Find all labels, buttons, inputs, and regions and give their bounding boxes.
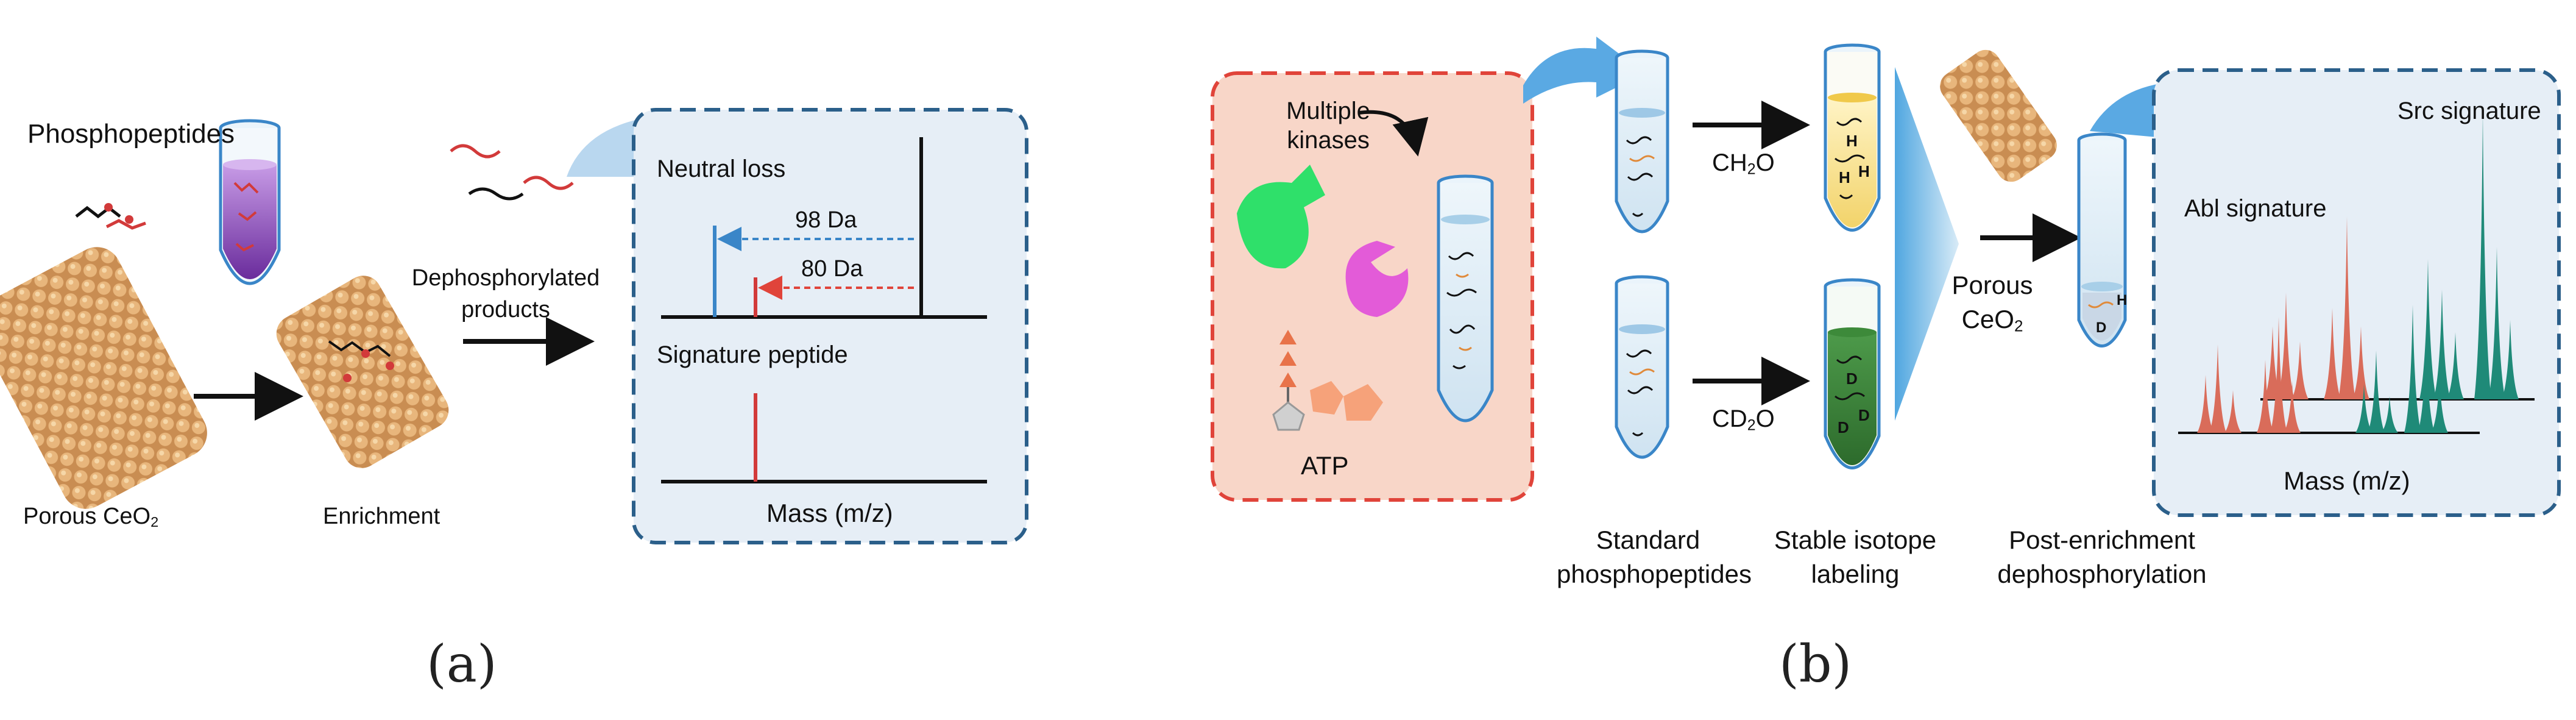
spectrum-panel-b [2152, 68, 2561, 517]
spectrum-peak [2352, 326, 2369, 399]
spectrum-peak [2197, 375, 2214, 433]
kinase-reaction-tube [1437, 174, 1494, 422]
svg-text:H: H [1846, 132, 1858, 150]
label-80-da: 80 Da [801, 256, 863, 282]
spectrum-peak [2224, 390, 2242, 433]
spectrum-peak [2474, 113, 2491, 399]
porous-ceo2-nanorods-b [1940, 49, 2057, 182]
spectrum-peak [2264, 326, 2281, 399]
label-mass-b: Mass (m/z) [2284, 466, 2410, 495]
svg-text:H: H [1839, 168, 1850, 187]
spectrum-peaks [2197, 113, 2519, 433]
spectrum-peak [2277, 293, 2295, 399]
spectrum-peak [2270, 317, 2287, 433]
callout-swoosh-b2 [2090, 82, 2169, 137]
spectrum-peak [2381, 396, 2398, 433]
spectrum-peak [2324, 308, 2341, 399]
spectrum-peak [2338, 216, 2355, 399]
post-enrichment-tube: H D [2077, 132, 2127, 348]
label-porous-ceo2-b: Porous CeO2 [1951, 271, 2033, 335]
spectrum-peak [2209, 344, 2226, 433]
label-porous-ceo2: Porous CeO2 [23, 504, 159, 530]
spectrum-peak [2368, 351, 2385, 433]
curved-arrow-kinases [1358, 110, 1429, 157]
svg-text:D: D [2096, 319, 2106, 336]
svg-text:H: H [2117, 292, 2127, 308]
spectrum-peak [2284, 381, 2301, 433]
label-mass-a: Mass (m/z) [766, 499, 893, 527]
phosphopeptide-molecule [75, 203, 146, 230]
label-atp: ATP [1301, 451, 1349, 480]
label-98-da: 98 Da [795, 207, 857, 233]
ch2o-labeled-tube: H H H [1824, 43, 1881, 232]
spectrum-panel-a [632, 108, 1028, 544]
spectrum-peak [2355, 384, 2373, 433]
spectrum-peak [2419, 259, 2436, 399]
standard-tube-top [1615, 49, 1669, 233]
svg-text:D: D [1846, 369, 1858, 388]
spectrum-peak [2431, 375, 2448, 433]
spectrum-peak [2502, 320, 2519, 399]
label-enrichment: Enrichment [323, 504, 441, 529]
label-post-enrichment-dephosphorylation: Post-enrichment dephosphorylation [1997, 526, 2207, 588]
caption-a: (a) [426, 634, 497, 694]
spectrum-peak [2257, 360, 2274, 433]
porous-ceo2-nanorods [0, 247, 207, 509]
spectrum-peak [2404, 305, 2421, 433]
label-standard-phosphopeptides: Standard phosphopeptides [1557, 526, 1752, 588]
label-neutral-loss: Neutral loss [657, 155, 786, 182]
spectrum-peak [2433, 290, 2450, 399]
atp-molecule [1272, 330, 1383, 431]
label-cd2o: CD2O [1712, 405, 1775, 434]
label-signature-peptide: Signature peptide [657, 341, 848, 368]
spectrum-peak [2418, 335, 2435, 433]
svg-text:H: H [1858, 162, 1870, 180]
callout-swoosh-b1 [1523, 37, 1645, 104]
kinase-green [1237, 165, 1325, 269]
label-abl-signature: Abl signature [2184, 195, 2327, 222]
dephosphorylated-fragments [450, 144, 574, 201]
svg-text:D: D [1858, 406, 1870, 424]
label-multiple-kinases: Multiple kinases [1286, 98, 1370, 154]
merge-chevron [1895, 67, 1959, 421]
svg-text:D: D [1838, 418, 1849, 437]
spectrum-peak [2291, 341, 2309, 399]
spectrum-peak [2488, 247, 2505, 399]
enriched-nanorods [276, 276, 449, 468]
label-phosphopeptides: Phosphopeptides [27, 119, 235, 149]
kinase-pink [1345, 241, 1409, 317]
spectrum-peak [2447, 332, 2464, 399]
label-src-signature: Src signature [2397, 98, 2541, 124]
label-dephosphorylated-products: Dephosphorylated products [411, 265, 600, 323]
sample-tube-purple [219, 119, 281, 285]
label-stable-isotope-labeling: Stable isotope labeling [1774, 526, 1937, 588]
standard-tube-bottom [1615, 275, 1669, 459]
cd2o-labeled-tube: D D D [1824, 278, 1881, 469]
label-ch2o: CH2O [1712, 149, 1775, 178]
caption-b: (b) [1779, 634, 1852, 694]
